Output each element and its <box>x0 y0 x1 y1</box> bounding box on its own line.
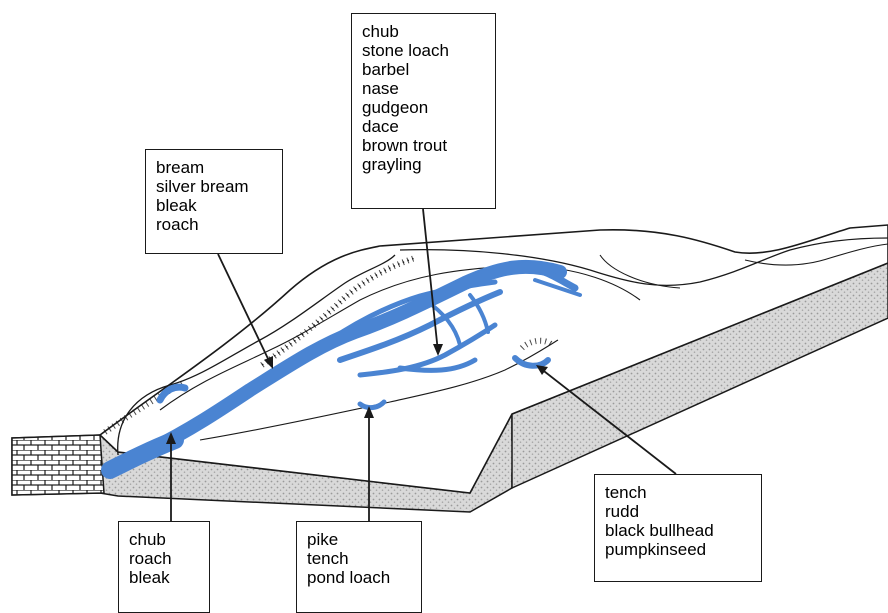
label-line: tench <box>307 549 411 568</box>
label-line: pond loach <box>307 568 411 587</box>
label-box-main-channel: chub stone loach barbel nase gudgeon dac… <box>351 13 496 209</box>
label-line: silver bream <box>156 177 272 196</box>
label-line: tench <box>605 483 751 502</box>
label-line: black bullhead <box>605 521 751 540</box>
label-line: roach <box>129 549 199 568</box>
bedrock-bricks <box>12 435 104 495</box>
label-line: grayling <box>362 155 485 174</box>
label-line: roach <box>156 215 272 234</box>
label-box-left-arm: bream silver bream bleak roach <box>145 149 283 254</box>
label-line: dace <box>362 117 485 136</box>
label-line: chub <box>129 530 199 549</box>
label-box-bottom-center: pike tench pond loach <box>296 521 422 613</box>
label-line: rudd <box>605 502 751 521</box>
label-line: gudgeon <box>362 98 485 117</box>
label-line: bream <box>156 158 272 177</box>
label-line: pike <box>307 530 411 549</box>
label-line: chub <box>362 22 485 41</box>
label-box-right-pool: tench rudd black bullhead pumpkinseed <box>594 474 762 582</box>
label-line: nase <box>362 79 485 98</box>
label-box-bottom-left: chub roach bleak <box>118 521 210 613</box>
label-line: brown trout <box>362 136 485 155</box>
label-line: bleak <box>129 568 199 587</box>
label-line: pumpkinseed <box>605 540 751 559</box>
label-line: bleak <box>156 196 272 215</box>
label-line: barbel <box>362 60 485 79</box>
label-line: stone loach <box>362 41 485 60</box>
